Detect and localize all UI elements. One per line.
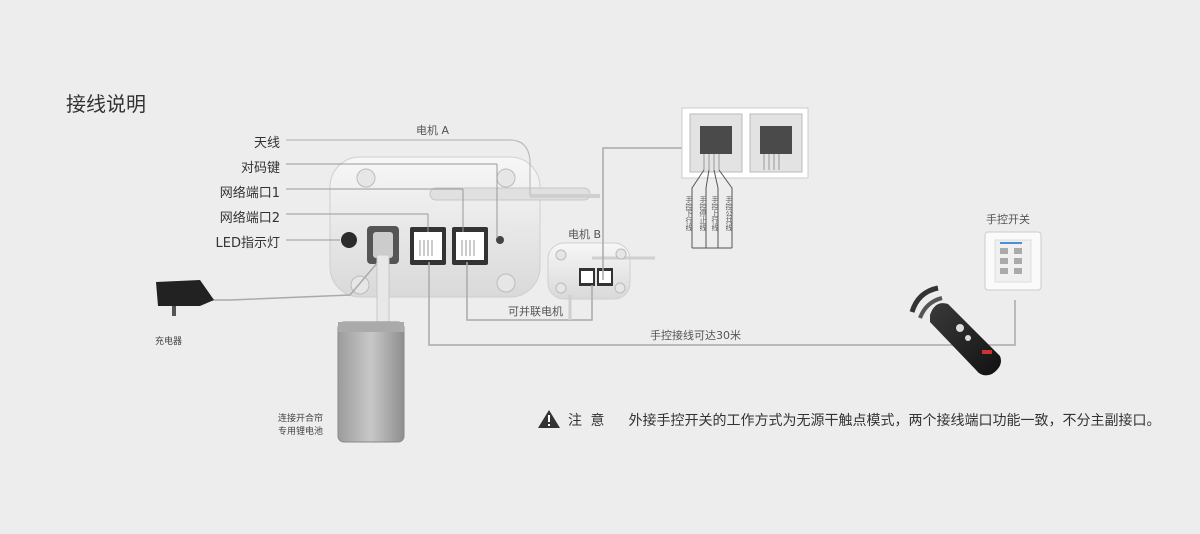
callout-port-1: 网络端口1 <box>219 186 280 201</box>
motor-b-label: 电机 B <box>568 228 602 241</box>
battery-label-line2: 专用锂电池 <box>278 427 324 437</box>
callout-pair-button: 对码键 <box>240 161 280 176</box>
hand-switch-label: 手控开关 <box>986 213 1030 226</box>
parallel-motor-label: 可并联电机 <box>508 305 563 318</box>
note-text: 外接手控开关的工作方式为无源干触点模式，两个接线端口功能一致，不分主副接口。 <box>628 413 1161 429</box>
battery-device <box>337 321 405 443</box>
wire-label-down: 手控下行线 <box>685 196 693 231</box>
callout-antenna: 天线 <box>253 136 280 151</box>
charger-device <box>156 280 214 316</box>
note-block: 注 意 外接手控开关的工作方式为无源干触点模式，两个接线端口功能一致，不分主副接… <box>538 410 1160 430</box>
page-title: 接线说明 <box>66 92 146 116</box>
remote-control <box>909 285 1001 376</box>
note-heading: 注 意 <box>568 413 607 429</box>
callout-led: LED指示灯 <box>215 236 280 251</box>
wire-label-stop: 手控停止线 <box>699 196 707 231</box>
battery-label-line1: 连接开合帘 <box>278 414 324 424</box>
callout-port-2: 网络端口2 <box>219 211 280 226</box>
hand-wire-length-label: 手控接线可达30米 <box>650 329 741 342</box>
rj-socket-box <box>681 107 809 179</box>
warning-icon <box>538 410 560 428</box>
motor-a-label: 电机 A <box>416 124 450 137</box>
wire-label-up: 手控上行线 <box>711 196 719 231</box>
charger-label: 充电器 <box>155 337 183 347</box>
motor-b-body <box>547 242 655 300</box>
wire-label-common: 手控公共线 <box>725 196 733 231</box>
hand-switch-device <box>984 231 1042 291</box>
